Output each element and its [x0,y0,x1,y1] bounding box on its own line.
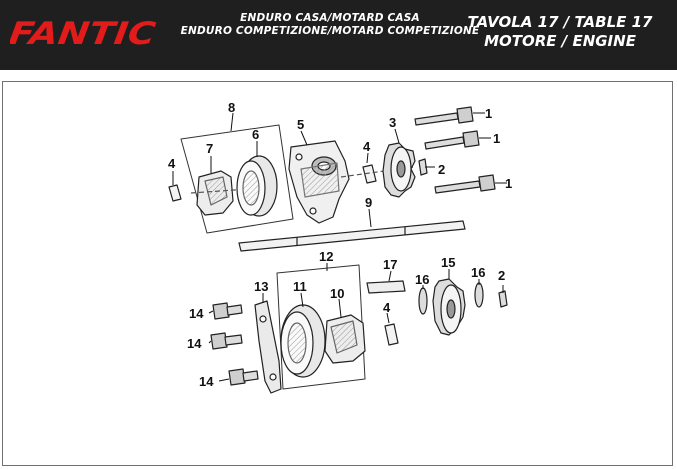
callout-6: 6 [252,127,259,142]
table-title: TAVOLA 17 / TABLE 17 [467,13,653,31]
svg-text:FANTIC: FANTIC [10,16,158,52]
bolt-part-1b [424,130,480,150]
callout-1b: 1 [493,131,500,146]
callout-14c: 14 [199,374,214,389]
callout-16a: 16 [415,272,429,287]
callout-2a: 2 [438,162,445,177]
washer-part-16a [418,287,428,315]
callout-14a: 14 [189,306,204,321]
callout-4b: 4 [363,139,371,154]
callout-9: 9 [365,195,372,210]
callout-2b: 2 [498,268,505,283]
callout-8: 8 [228,100,235,115]
callout-4a: 4 [168,156,176,171]
clip-part-2b [498,290,508,308]
callout-16b: 16 [471,265,485,280]
pin-17 [366,280,406,294]
fantic-logo: FANTIC [10,16,158,52]
bolt-part-14a [212,302,243,320]
bolt-part-1a [414,106,474,126]
pump-housing-5 [288,140,414,224]
shaft-9 [238,220,466,252]
callout-15: 15 [441,255,455,270]
callout-1a: 1 [485,106,492,121]
callout-1c: 1 [505,176,512,191]
section-title: MOTORE / ENGINE [484,32,636,50]
header-bar: FANTIC ENDURO CASA/MOTARD CASA ENDURO CO… [0,0,677,70]
bolt-part-14c [228,368,259,386]
callout-7: 7 [206,141,213,156]
inner-rotor-10 [324,314,366,364]
gear-15 [432,278,466,336]
callout-12: 12 [319,249,333,264]
model-line-2: ENDURO COMPETIZIONE/MOTARD COMPETIZIONE [180,25,480,37]
outer-rotor-6 [236,155,278,217]
clip-part-2a [418,158,428,176]
callout-13: 13 [254,279,268,294]
callout-11: 11 [293,279,307,294]
callout-17: 17 [383,257,397,272]
outer-rotor-11 [280,304,326,378]
bolt-part-1c [434,174,496,194]
model-line-1: ENDURO CASA/MOTARD CASA [240,12,420,24]
washer-part-16b [474,282,484,308]
key-part-4b [362,164,377,184]
cover-plate-13 [254,300,282,394]
callout-5: 5 [297,117,304,132]
diagram-frame: 1 1 1 2 2 3 4 4 4 5 6 7 8 9 10 11 12 13 … [2,81,673,466]
oil-pump-exploded-diagram: 1 1 1 2 2 3 4 4 4 5 6 7 8 9 10 11 12 13 … [168,100,512,394]
callout-3: 3 [389,115,396,130]
bolt-part-14b [210,332,243,350]
callout-4c: 4 [383,300,391,315]
callout-10: 10 [330,286,344,301]
callout-14b: 14 [187,336,202,351]
key-part-4a [168,184,182,202]
inner-rotor-7 [190,170,250,216]
gear-3 [382,142,416,198]
key-part-4c [384,323,399,346]
